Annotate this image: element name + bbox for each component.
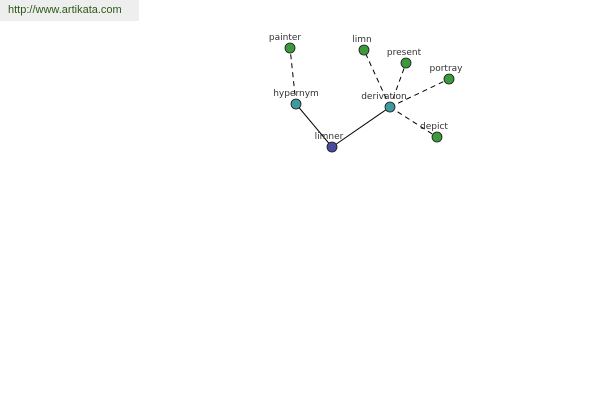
labels-layer: limner hypernym derivation painter limn prese… (269, 33, 463, 142)
edge-limner-hypernym (295, 103, 333, 148)
node-label-derivation: derivation (361, 92, 407, 102)
node-portray[interactable] (443, 73, 455, 85)
site-link[interactable]: http://www.artikata.com (0, 0, 139, 21)
edge-limner-derivation (331, 106, 391, 148)
node-label-painter: painter (269, 33, 301, 43)
node-limn[interactable] (358, 44, 370, 56)
edge-derivation-portray (389, 78, 450, 108)
nodes-layer (284, 42, 455, 153)
node-derivation[interactable] (384, 101, 396, 113)
edge-hypernym-painter (289, 47, 297, 105)
node-label-portray: portray (430, 64, 464, 74)
node-label-limn: limn (352, 35, 371, 45)
node-present[interactable] (400, 57, 412, 69)
node-painter[interactable] (284, 42, 296, 54)
edge-derivation-present (389, 62, 407, 108)
node-label-hypernym: hypernym (273, 89, 319, 99)
node-depict[interactable] (431, 131, 443, 143)
node-label-depict: depict (420, 122, 448, 132)
edges-layer (289, 47, 450, 148)
node-limner[interactable] (326, 141, 338, 153)
edge-derivation-depict (389, 106, 438, 138)
node-hypernym[interactable] (290, 98, 302, 110)
edge-derivation-limn (363, 49, 391, 108)
node-label-limner: limner (315, 132, 344, 142)
node-label-present: present (387, 48, 422, 58)
